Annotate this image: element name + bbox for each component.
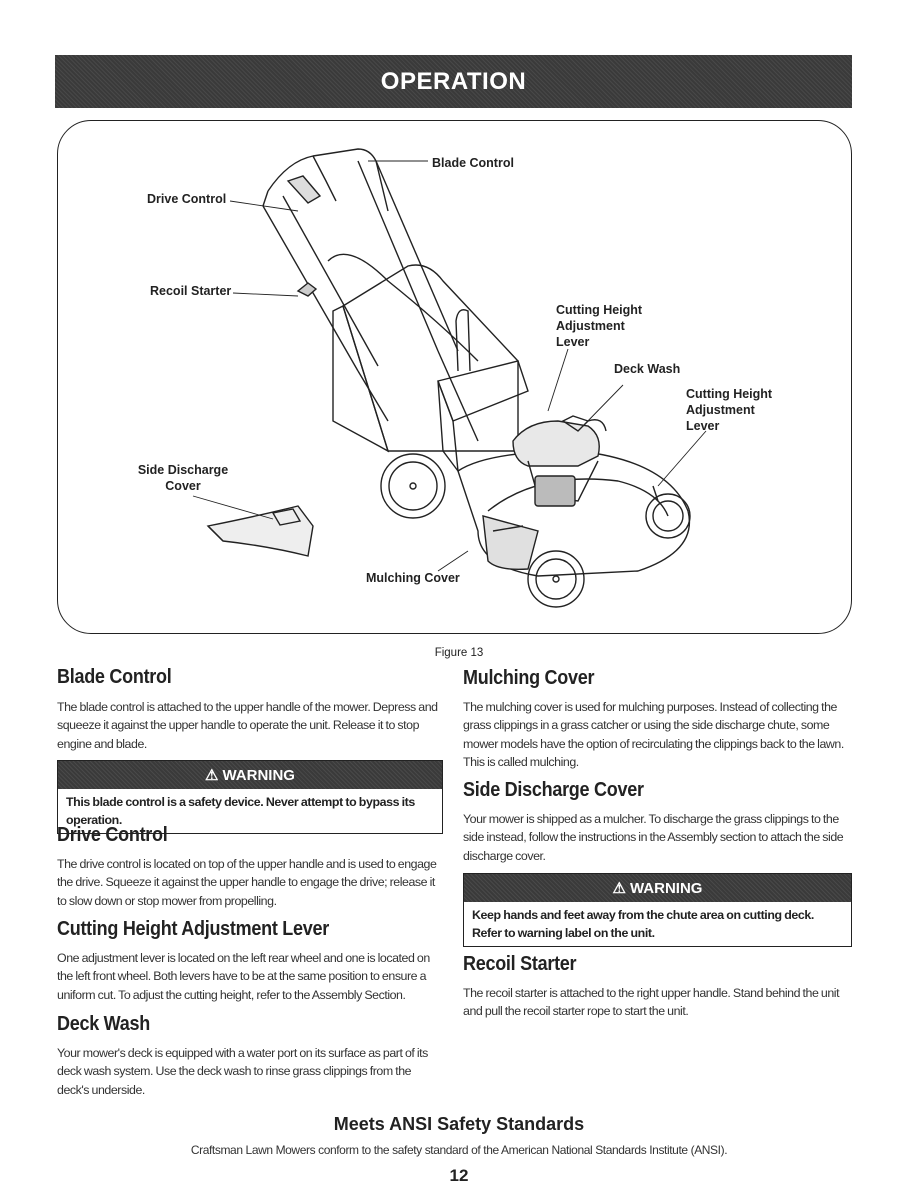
warning-label: WARNING	[222, 766, 295, 784]
text-cutting-height: One adjustment lever is located on the l…	[57, 951, 430, 1002]
callout-recoil-starter: Recoil Starter	[150, 284, 232, 298]
callout-cutting-height-front: Cutting Height Adjustment Lever	[686, 387, 773, 433]
warning-triangle-icon: ⚠	[205, 767, 219, 784]
warning-header: ⚠ WARNING	[58, 761, 442, 789]
page-title: OPERATION	[380, 67, 527, 95]
text-side-discharge: Your mower is shipped as a mulcher. To d…	[463, 812, 844, 863]
heading-drive-control: Drive Control	[57, 824, 168, 846]
callout-drive-control: Drive Control	[147, 192, 227, 206]
callout-mulching-cover: Mulching Cover	[366, 571, 460, 585]
section-side-discharge: Side Discharge Cover Your mower is shipp…	[463, 779, 855, 865]
warning-triangle-icon: ⚠	[612, 880, 626, 897]
text-deck-wash: Your mower's deck is equipped with a wat…	[57, 1046, 428, 1097]
callout-deck-wash: Deck Wash	[614, 362, 681, 376]
section-blade-control: Blade Control The blade control is attac…	[57, 666, 442, 753]
page-number: 12	[449, 1166, 469, 1185]
section-drive-control: Drive Control The drive control is locat…	[57, 824, 442, 910]
warning-text: Keep hands and feet away from the chute …	[472, 908, 814, 940]
text-recoil-starter: The recoil starter is attached to the ri…	[463, 986, 840, 1019]
section-cutting-height: Cutting Height Adjustment Lever One adju…	[57, 918, 442, 1004]
heading-mulching-cover: Mulching Cover	[463, 667, 595, 689]
warning-box-chute: ⚠ WARNING Keep hands and feet away from …	[463, 873, 852, 947]
section-mulching-cover: Mulching Cover The mulching cover is use…	[463, 667, 855, 772]
heading-deck-wash: Deck Wash	[57, 1013, 150, 1035]
heading-cutting-height: Cutting Height Adjustment Lever	[57, 918, 329, 940]
heading-blade-control: Blade Control	[57, 666, 172, 688]
footer-text: Craftsman Lawn Mowers conform to the saf…	[190, 1143, 728, 1157]
mower-figure	[57, 120, 852, 634]
section-banner: OPERATION	[55, 55, 852, 108]
warning-box-blade: ⚠ WARNING This blade control is a safety…	[57, 760, 443, 834]
figure-caption: Figure 13	[434, 647, 484, 659]
text-mulching-cover: The mulching cover is used for mulching …	[463, 700, 844, 770]
warning-label: WARNING	[629, 879, 703, 897]
callout-cutting-height-rear: Cutting Height Adjustment Lever	[556, 303, 643, 349]
warning-text: This blade control is a safety device. N…	[66, 795, 415, 827]
heading-side-discharge: Side Discharge Cover	[463, 779, 644, 801]
section-recoil-starter: Recoil Starter The recoil starter is att…	[463, 953, 855, 1021]
footer-title: Meets ANSI Safety Standards	[333, 1114, 585, 1134]
callout-side-discharge: Side Discharge Cover	[137, 463, 229, 493]
text-blade-control: The blade control is attached to the upp…	[57, 700, 438, 751]
section-deck-wash: Deck Wash Your mower's deck is equipped …	[57, 1013, 442, 1099]
text-drive-control: The drive control is located on top of t…	[57, 857, 437, 908]
heading-recoil-starter: Recoil Starter	[463, 953, 577, 975]
warning-header: ⚠ WARNING	[464, 874, 851, 902]
callout-blade-control: Blade Control	[432, 156, 514, 170]
mower-illustration	[192, 148, 707, 608]
